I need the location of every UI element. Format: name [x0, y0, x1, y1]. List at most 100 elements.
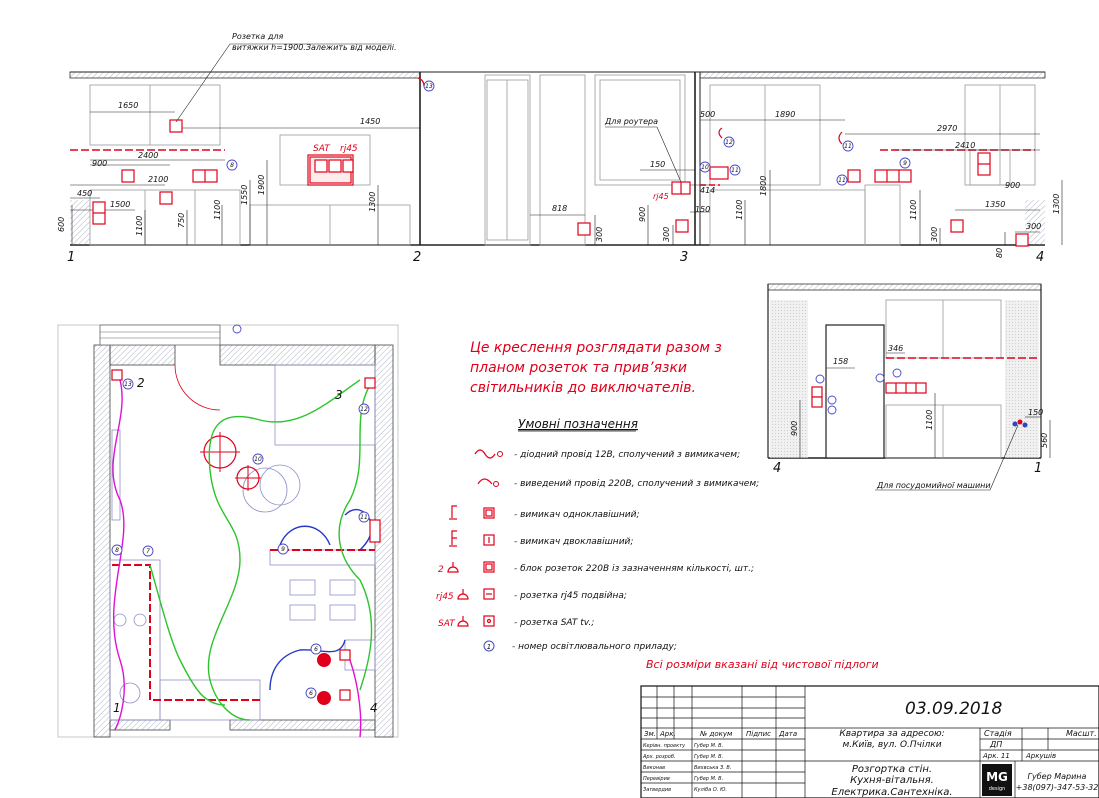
dim-414: 414: [700, 186, 715, 195]
dim-150c: 150: [1028, 408, 1043, 417]
dim-2410: 2410: [955, 141, 975, 150]
dim-1890: 1890: [775, 110, 795, 119]
stage-value: ДП: [989, 740, 1002, 749]
plan-lamp-9: 9: [281, 546, 285, 553]
name-1: Губер М. В.: [694, 743, 723, 749]
dim-1500: 1500: [110, 200, 130, 209]
note-block: Це креслення розглядати разом з планом р…: [470, 340, 722, 396]
col-doc: № докум: [699, 730, 733, 738]
plan-lamp-6b: 6: [309, 690, 313, 697]
name-5: Кулiба О. Ю.: [694, 787, 727, 793]
plan-lamp-12: 12: [360, 406, 368, 413]
sheets-label: Аркушів: [1025, 752, 1056, 760]
role-2: Арх. розроб.: [642, 754, 676, 760]
dim-300b: 300: [662, 227, 671, 242]
plan-corner-3: 3: [335, 388, 343, 402]
callout-hood-line2: витяжки h=1900.Залежить від моделі.: [232, 43, 397, 52]
small-axis-label-4: 4: [773, 461, 781, 476]
dim-1650: 1650: [118, 101, 138, 110]
wall-elevation: 13 8 12 10 11 11 9 11: [69, 43, 1063, 247]
dim-1100d: 1100: [909, 200, 918, 220]
sheet-title-1: Розгортка стін.: [852, 763, 932, 775]
svg-text:11: 11: [838, 177, 846, 184]
note-line2: планом розеток та прив’язки: [470, 360, 687, 376]
legend-sat-icon: [457, 615, 495, 627]
plan-corner-2: 2: [137, 376, 145, 390]
svg-text:1: 1: [487, 643, 491, 651]
dim-1100a: 1100: [135, 216, 144, 236]
legend-switch-single-icon: [449, 505, 495, 520]
plan-lamp-11: 11: [360, 514, 368, 521]
dim-150b: 150: [695, 205, 710, 214]
legend-prefix-sat: SAT: [438, 619, 456, 629]
legend-outlet-block-icon: [447, 561, 495, 573]
col-date: Дата: [778, 730, 797, 738]
legend: Умовні позначення: [436, 417, 879, 671]
dim-1100b: 1100: [213, 200, 222, 220]
author-name: Губер Марина: [1028, 772, 1087, 781]
dim-1350: 1350: [985, 200, 1005, 209]
plan-lamp-10: 10: [254, 456, 262, 463]
floor-plan: 13 12 11 10 9 8 7 6 6 2 3 4 1: [57, 324, 399, 738]
dim-1450: 1450: [360, 117, 380, 126]
dim-1550: 1550: [240, 185, 249, 205]
dim-1900: 1900: [257, 175, 266, 195]
dim-450: 450: [77, 189, 92, 198]
role-4: Перевірив: [643, 776, 670, 782]
date: 03.09.2018: [905, 699, 1003, 719]
sheet-title-2: Кухня-вітальня.: [850, 774, 934, 786]
axis-label-3: 3: [680, 250, 688, 265]
dim-900a: 900: [92, 159, 107, 168]
dim-300c: 300: [930, 227, 939, 242]
dim-2100: 2100: [148, 175, 168, 184]
col-ark: Арк.: [659, 730, 676, 738]
legend-item-8: - номер освітлювального приладу;: [512, 642, 677, 652]
legend-title: Умовні позначення: [518, 417, 638, 431]
logo: [982, 764, 1012, 796]
address-line2: м.Київ, вул. О.Пчілки: [842, 740, 941, 750]
dim-1300a: 1300: [368, 192, 377, 212]
dim-560: 560: [1040, 433, 1049, 448]
dim-900e: 900: [790, 421, 799, 436]
name-3: Вихвська З. В.: [694, 765, 731, 771]
callout-dishwasher: Для посудомийної машини: [876, 481, 991, 490]
svg-text:12: 12: [725, 139, 733, 146]
sheet-label: Арк. 11: [982, 752, 1010, 760]
dim-818: 818: [552, 204, 567, 213]
sat-label: SAT: [313, 144, 331, 154]
note-line1: Це креслення розглядати разом з: [470, 340, 722, 356]
col-sign: Підпис: [746, 730, 771, 738]
name-2: Губер М. В.: [694, 754, 723, 760]
legend-220v-wire-icon: [477, 478, 493, 485]
svg-text:8: 8: [230, 162, 234, 169]
dim-600: 600: [57, 217, 66, 232]
name-4: Губер М. В.: [694, 776, 723, 782]
axis-label-1: 1: [67, 250, 75, 265]
dim-750: 750: [177, 213, 186, 228]
rj45-small-label: rj45: [653, 192, 669, 201]
dim-900c: 900: [1005, 181, 1020, 190]
axis-label-2: 2: [413, 250, 421, 265]
callout-hood-line1: Розетка для: [232, 32, 283, 41]
svg-text:13: 13: [425, 83, 433, 90]
rj45-label: rj45: [340, 144, 358, 154]
footnote: Всі розміри вказані від чистової підлоги: [646, 658, 879, 671]
svg-text:11: 11: [844, 143, 852, 150]
dim-300d: 300: [1026, 222, 1041, 231]
callout-router: Для роутера: [604, 117, 658, 126]
plan-corner-4: 4: [370, 701, 378, 715]
scale-label: Масшт.: [1066, 729, 1097, 738]
legend-led-wire-icon: [474, 449, 496, 459]
legend-rj45-icon: [457, 588, 495, 600]
legend-item-6: - розетка rj45 подвійна;: [514, 591, 627, 601]
role-3: Виконав: [643, 765, 665, 771]
dim-300a: 300: [595, 227, 604, 242]
plan-corner-1: 1: [113, 701, 121, 715]
svg-text:9: 9: [903, 160, 907, 167]
dim-346: 346: [888, 344, 903, 353]
dim-1800: 1800: [759, 176, 768, 196]
svg-text:11: 11: [731, 167, 739, 174]
legend-item-4: - вимикач двоклавішний;: [514, 537, 633, 547]
role-1: Керівн. проекту: [643, 743, 686, 749]
